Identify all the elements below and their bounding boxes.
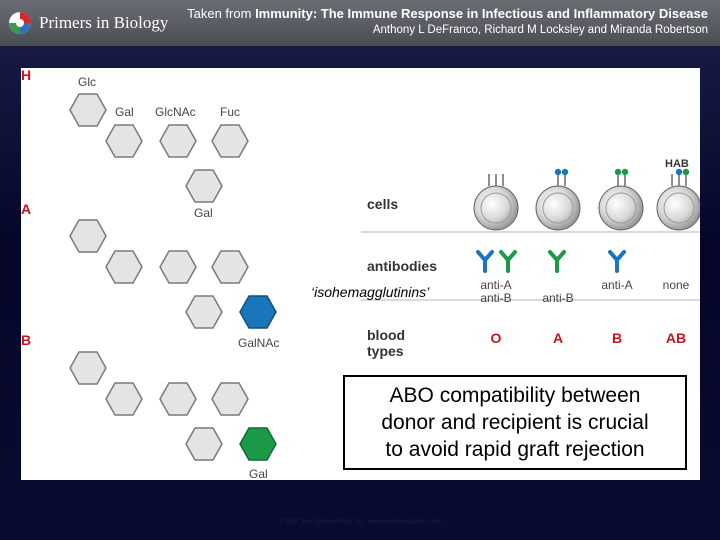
- isohemagglutinins-label: ‘isohemagglutinins’: [311, 284, 430, 300]
- source-line: Taken from Immunity: The Immune Response…: [187, 6, 708, 22]
- callout-line-3: to avoid rapid graft rejection: [385, 438, 645, 461]
- source-citation: Taken from Immunity: The Immune Response…: [187, 6, 708, 38]
- antibodies-o-line2: anti-B: [480, 291, 511, 305]
- blood-type-b: B: [612, 330, 622, 346]
- glcnac-label: GlcNAc: [155, 105, 196, 119]
- antibodies-ab: none: [663, 278, 690, 292]
- cell-ab: [656, 168, 700, 231]
- glcnac-hex: [159, 124, 197, 158]
- blood-type-ab: AB: [666, 330, 686, 346]
- gal-b-label: Gal: [249, 467, 268, 480]
- cell-b: [598, 168, 644, 231]
- callout-box: ABO compatibility between donor and reci…: [343, 375, 687, 470]
- label-b: B: [21, 332, 31, 348]
- hab-label: HAB: [665, 158, 689, 170]
- blood-type-o: O: [491, 330, 502, 346]
- fuc-hex: [211, 124, 249, 158]
- abo-diagram: H A B Glc Gal GlcNAc Fuc Gal GalNAc: [21, 68, 700, 480]
- glc-label: Glc: [78, 75, 96, 89]
- b-antigen-chain: [69, 351, 277, 461]
- table-dividers: [361, 231, 700, 301]
- blood-type-a: A: [553, 330, 563, 346]
- label-h: H: [21, 68, 31, 83]
- gal-top-label: Gal: [115, 105, 134, 119]
- row-antibodies-label: antibodies: [367, 258, 437, 274]
- galnac-label: GalNAc: [238, 336, 279, 350]
- antibody-blue-b: [608, 250, 626, 273]
- antibody-blue-o: [476, 250, 494, 273]
- source-prefix: Taken from: [187, 6, 252, 21]
- a-antigen-chain: [69, 219, 277, 329]
- gal-b-hex: [239, 427, 277, 461]
- book-title: Immunity: The Immune Response in Infecti…: [255, 6, 708, 21]
- authors: Anthony L DeFranco, Richard M Locksley a…: [372, 24, 708, 36]
- brand[interactable]: Primers in Biology: [8, 11, 168, 35]
- glc-hex: [69, 93, 107, 127]
- cell-o: [473, 174, 519, 231]
- header-bar: Primers in Biology Taken from Immunity: …: [0, 0, 720, 46]
- copyright-footer: © 2007 New Science Press Ltd · www.newsc…: [279, 519, 441, 525]
- cell-a: [535, 168, 581, 231]
- row-cells-label: cells: [367, 196, 398, 212]
- antibodies-b: anti-A: [601, 278, 632, 292]
- row-blood-label-1: blood: [367, 327, 405, 343]
- gal-h-label: Gal: [194, 206, 213, 220]
- row-blood-label-2: types: [367, 343, 404, 359]
- gal-branch-hex: [185, 169, 223, 203]
- fuc-label: Fuc: [220, 105, 240, 119]
- label-a: A: [21, 201, 31, 217]
- antibody-green-o: [499, 250, 517, 273]
- antibody-green-a: [548, 250, 566, 273]
- h-antigen-chain: [69, 93, 249, 203]
- antibodies-o-line1: anti-A: [480, 278, 511, 292]
- callout-line-2: donor and recipient is crucial: [381, 411, 649, 434]
- brand-name: Primers in Biology: [39, 13, 169, 32]
- gal-hex: [105, 124, 143, 158]
- primers-logo-icon: [9, 12, 31, 34]
- galnac-hex: [239, 295, 277, 329]
- slide-figure: H A B Glc Gal GlcNAc Fuc Gal GalNAc: [21, 68, 700, 480]
- antibodies-a: anti-B: [542, 291, 573, 305]
- callout-line-1: ABO compatibility between: [389, 384, 641, 407]
